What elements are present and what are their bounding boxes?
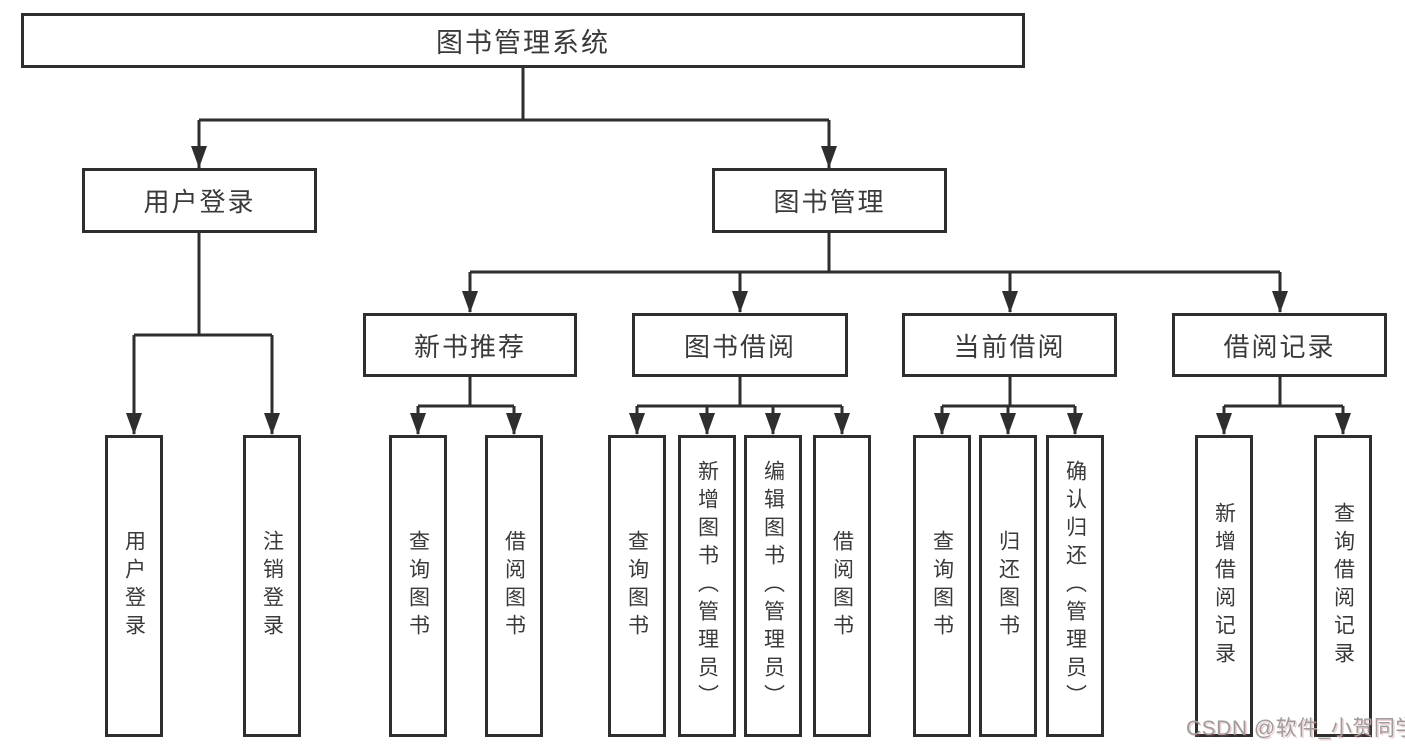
arrowhead: [264, 413, 280, 435]
leaf-node-borrow-book-2: 借阅图书: [813, 435, 871, 737]
leaf-node-query-book-1: 查询图书: [389, 435, 447, 737]
arrowhead: [732, 291, 748, 313]
arrowhead: [1272, 291, 1288, 313]
arrowhead: [1000, 413, 1016, 435]
leaf-node-edit-book-admin: 编辑图书（管理员）: [744, 435, 802, 737]
arrowhead: [410, 413, 426, 435]
arrowhead: [765, 413, 781, 435]
arrowhead: [462, 291, 478, 313]
node-borrow-record: 借阅记录: [1172, 313, 1387, 377]
arrowhead: [1067, 413, 1083, 435]
arrowhead: [1002, 291, 1018, 313]
leaf-node-logout: 注销登录: [243, 435, 301, 737]
node-user-login: 用户登录: [82, 168, 317, 233]
arrowhead: [1216, 413, 1232, 435]
root-node-library-system: 图书管理系统: [21, 13, 1025, 68]
arrowhead: [699, 413, 715, 435]
arrowhead: [506, 413, 522, 435]
arrowhead: [1335, 413, 1351, 435]
leaf-node-add-book-admin: 新增图书（管理员）: [678, 435, 736, 737]
leaf-node-query-borrow-record: 查询借阅记录: [1314, 435, 1372, 737]
arrowhead: [934, 413, 950, 435]
node-current-borrow: 当前借阅: [902, 313, 1117, 377]
arrowhead: [834, 413, 850, 435]
leaf-node-add-borrow-record: 新增借阅记录: [1195, 435, 1253, 737]
csdn-watermark: CSDN @软件_小贺同学: [1186, 717, 1405, 740]
arrowhead: [821, 146, 837, 168]
node-book-borrow: 图书借阅: [632, 313, 848, 377]
leaf-node-query-book-3: 查询图书: [913, 435, 971, 737]
arrowhead: [126, 413, 142, 435]
node-book-management: 图书管理: [712, 168, 947, 233]
leaf-node-borrow-book-1: 借阅图书: [485, 435, 543, 737]
leaf-node-user-login: 用户登录: [105, 435, 163, 737]
leaf-node-confirm-return-admin: 确认归还（管理员）: [1046, 435, 1104, 737]
arrowhead: [629, 413, 645, 435]
leaf-node-query-book-2: 查询图书: [608, 435, 666, 737]
node-new-book-recommend: 新书推荐: [363, 313, 577, 377]
arrowhead: [191, 146, 207, 168]
leaf-node-return-book: 归还图书: [979, 435, 1037, 737]
